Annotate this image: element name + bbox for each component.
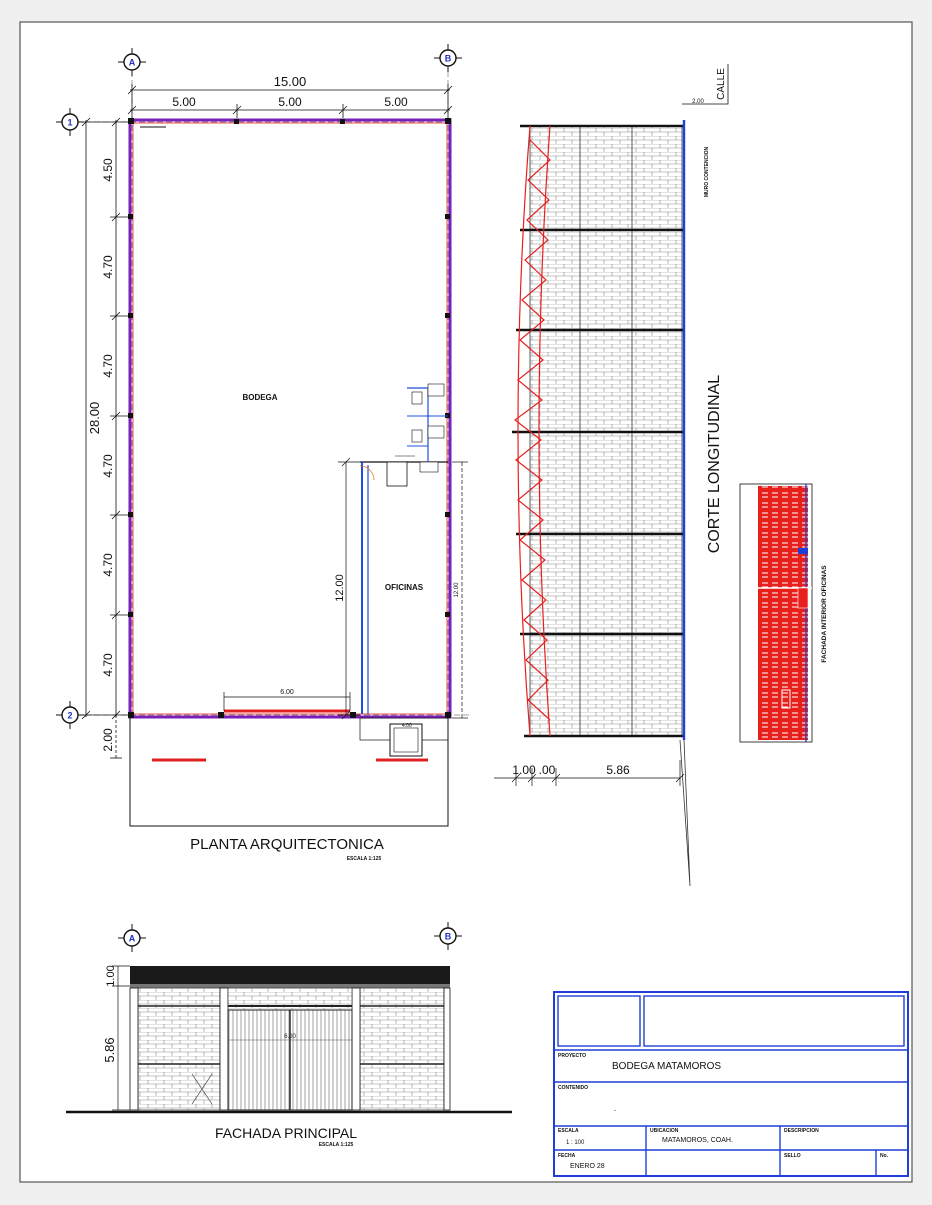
dim-front: 2.00 xyxy=(101,728,115,752)
facade-grid-bubble-a: A xyxy=(118,924,146,952)
facade-scale: ESCALA 1:125 xyxy=(319,1142,354,1148)
dim-office-length: 12.00 xyxy=(334,574,346,602)
plan-left-dimensions xyxy=(80,117,130,760)
grid-bubble-2: 2 xyxy=(56,701,84,729)
grid-bubble-a: A xyxy=(118,48,146,76)
longitudinal-section: CALLE 2.00 MURO CONTENCION xyxy=(494,64,729,887)
grid-bubble-b: B xyxy=(434,44,462,72)
dim-seg-4: 4.70 xyxy=(101,454,115,478)
grid-label-a: A xyxy=(129,58,136,68)
office-area xyxy=(359,383,448,714)
front-apron xyxy=(129,717,449,827)
facade-grid-label-b: B xyxy=(445,932,452,942)
title-block xyxy=(553,991,909,1177)
tb-scale: 1 : 100 xyxy=(566,1140,585,1146)
facade-grid-label-a: A xyxy=(129,934,136,944)
tb-description-label: DESCRIPCION xyxy=(784,1128,819,1134)
exterior-wall xyxy=(128,118,452,719)
dim-seg-2: 4.70 xyxy=(101,255,115,279)
facade-dim-height: 5.86 xyxy=(102,1037,117,1062)
grid-label-2: 2 xyxy=(67,711,72,721)
facade-dim-top: 1.00 xyxy=(105,965,117,986)
label-wall: MURO CONTENCION xyxy=(704,146,710,197)
section-dim-bottom-2: .00 xyxy=(539,763,556,777)
section-dim-top: 2.00 xyxy=(692,99,704,105)
tb-project: BODEGA MATAMOROS xyxy=(612,1061,721,1072)
dim-small: 4.00 xyxy=(402,723,412,729)
section-truss xyxy=(514,125,551,737)
facade-dim-door: 6.00 xyxy=(284,1034,296,1040)
tb-date: ENERO 28 xyxy=(570,1163,605,1170)
dim-total-length: 28.00 xyxy=(87,402,102,435)
tb-owner-label: CONTENIDO xyxy=(558,1085,588,1091)
section-dim-bottom-1: 1.00 xyxy=(512,763,536,777)
dim-seg-5: 4.70 xyxy=(101,553,115,577)
plan-title: PLANTA ARQUITECTONICA xyxy=(190,836,384,853)
grid-bubble-1: 1 xyxy=(56,108,84,136)
section-dim-bottom-3: 5.86 xyxy=(606,763,630,777)
section-title: CORTE LONGITUDINAL xyxy=(706,375,723,554)
tb-seal-label: SELLO xyxy=(784,1153,801,1159)
tb-date-label: FECHA xyxy=(558,1153,576,1159)
dim-opening: 6.00 xyxy=(280,689,294,696)
dim-office-length-right: 12.00 xyxy=(454,582,460,598)
grid-label-1: 1 xyxy=(67,118,72,128)
facade-grid-bubble-b: B xyxy=(434,922,462,950)
plan-scale: ESCALA 1:125 xyxy=(347,856,382,862)
tb-location-label: UBICACION xyxy=(650,1128,679,1134)
grid-label-b: B xyxy=(445,54,452,64)
dim-bay-1: 5.00 xyxy=(172,95,196,109)
tb-sheet-label: No. xyxy=(880,1153,889,1159)
section-beams xyxy=(512,124,684,738)
tb-project-label: PROYECTO xyxy=(558,1053,586,1059)
dim-seg-1: 4.50 xyxy=(101,158,115,182)
tb-location: MATAMOROS, COAH. xyxy=(662,1137,733,1144)
room-label-bodega: BODEGA xyxy=(242,393,277,402)
tb-scale-label: ESCALA xyxy=(558,1128,579,1134)
room-label-oficinas: OFICINAS xyxy=(385,583,424,592)
main-facade: A B 1.00 5.86 xyxy=(66,922,512,1148)
dim-seg-6: 4.70 xyxy=(101,653,115,677)
plan-top-dimensions xyxy=(127,84,453,118)
label-street: CALLE xyxy=(716,68,727,100)
facade-title: FACHADA PRINCIPAL xyxy=(215,1125,357,1141)
facade-roof xyxy=(130,966,450,984)
interior-facade: FACHADA INTERIOR OFICINAS xyxy=(739,483,828,743)
dim-bay-3: 5.00 xyxy=(384,95,408,109)
interior-facade-panel xyxy=(758,486,808,740)
dim-total-width: 15.00 xyxy=(274,74,307,89)
tb-owner: - xyxy=(614,1108,616,1114)
interior-facade-title: FACHADA INTERIOR OFICINAS xyxy=(821,565,828,663)
dim-bay-2: 5.00 xyxy=(278,95,302,109)
dim-seg-3: 4.70 xyxy=(101,354,115,378)
floor-plan: A B 1 2 xyxy=(56,44,470,862)
